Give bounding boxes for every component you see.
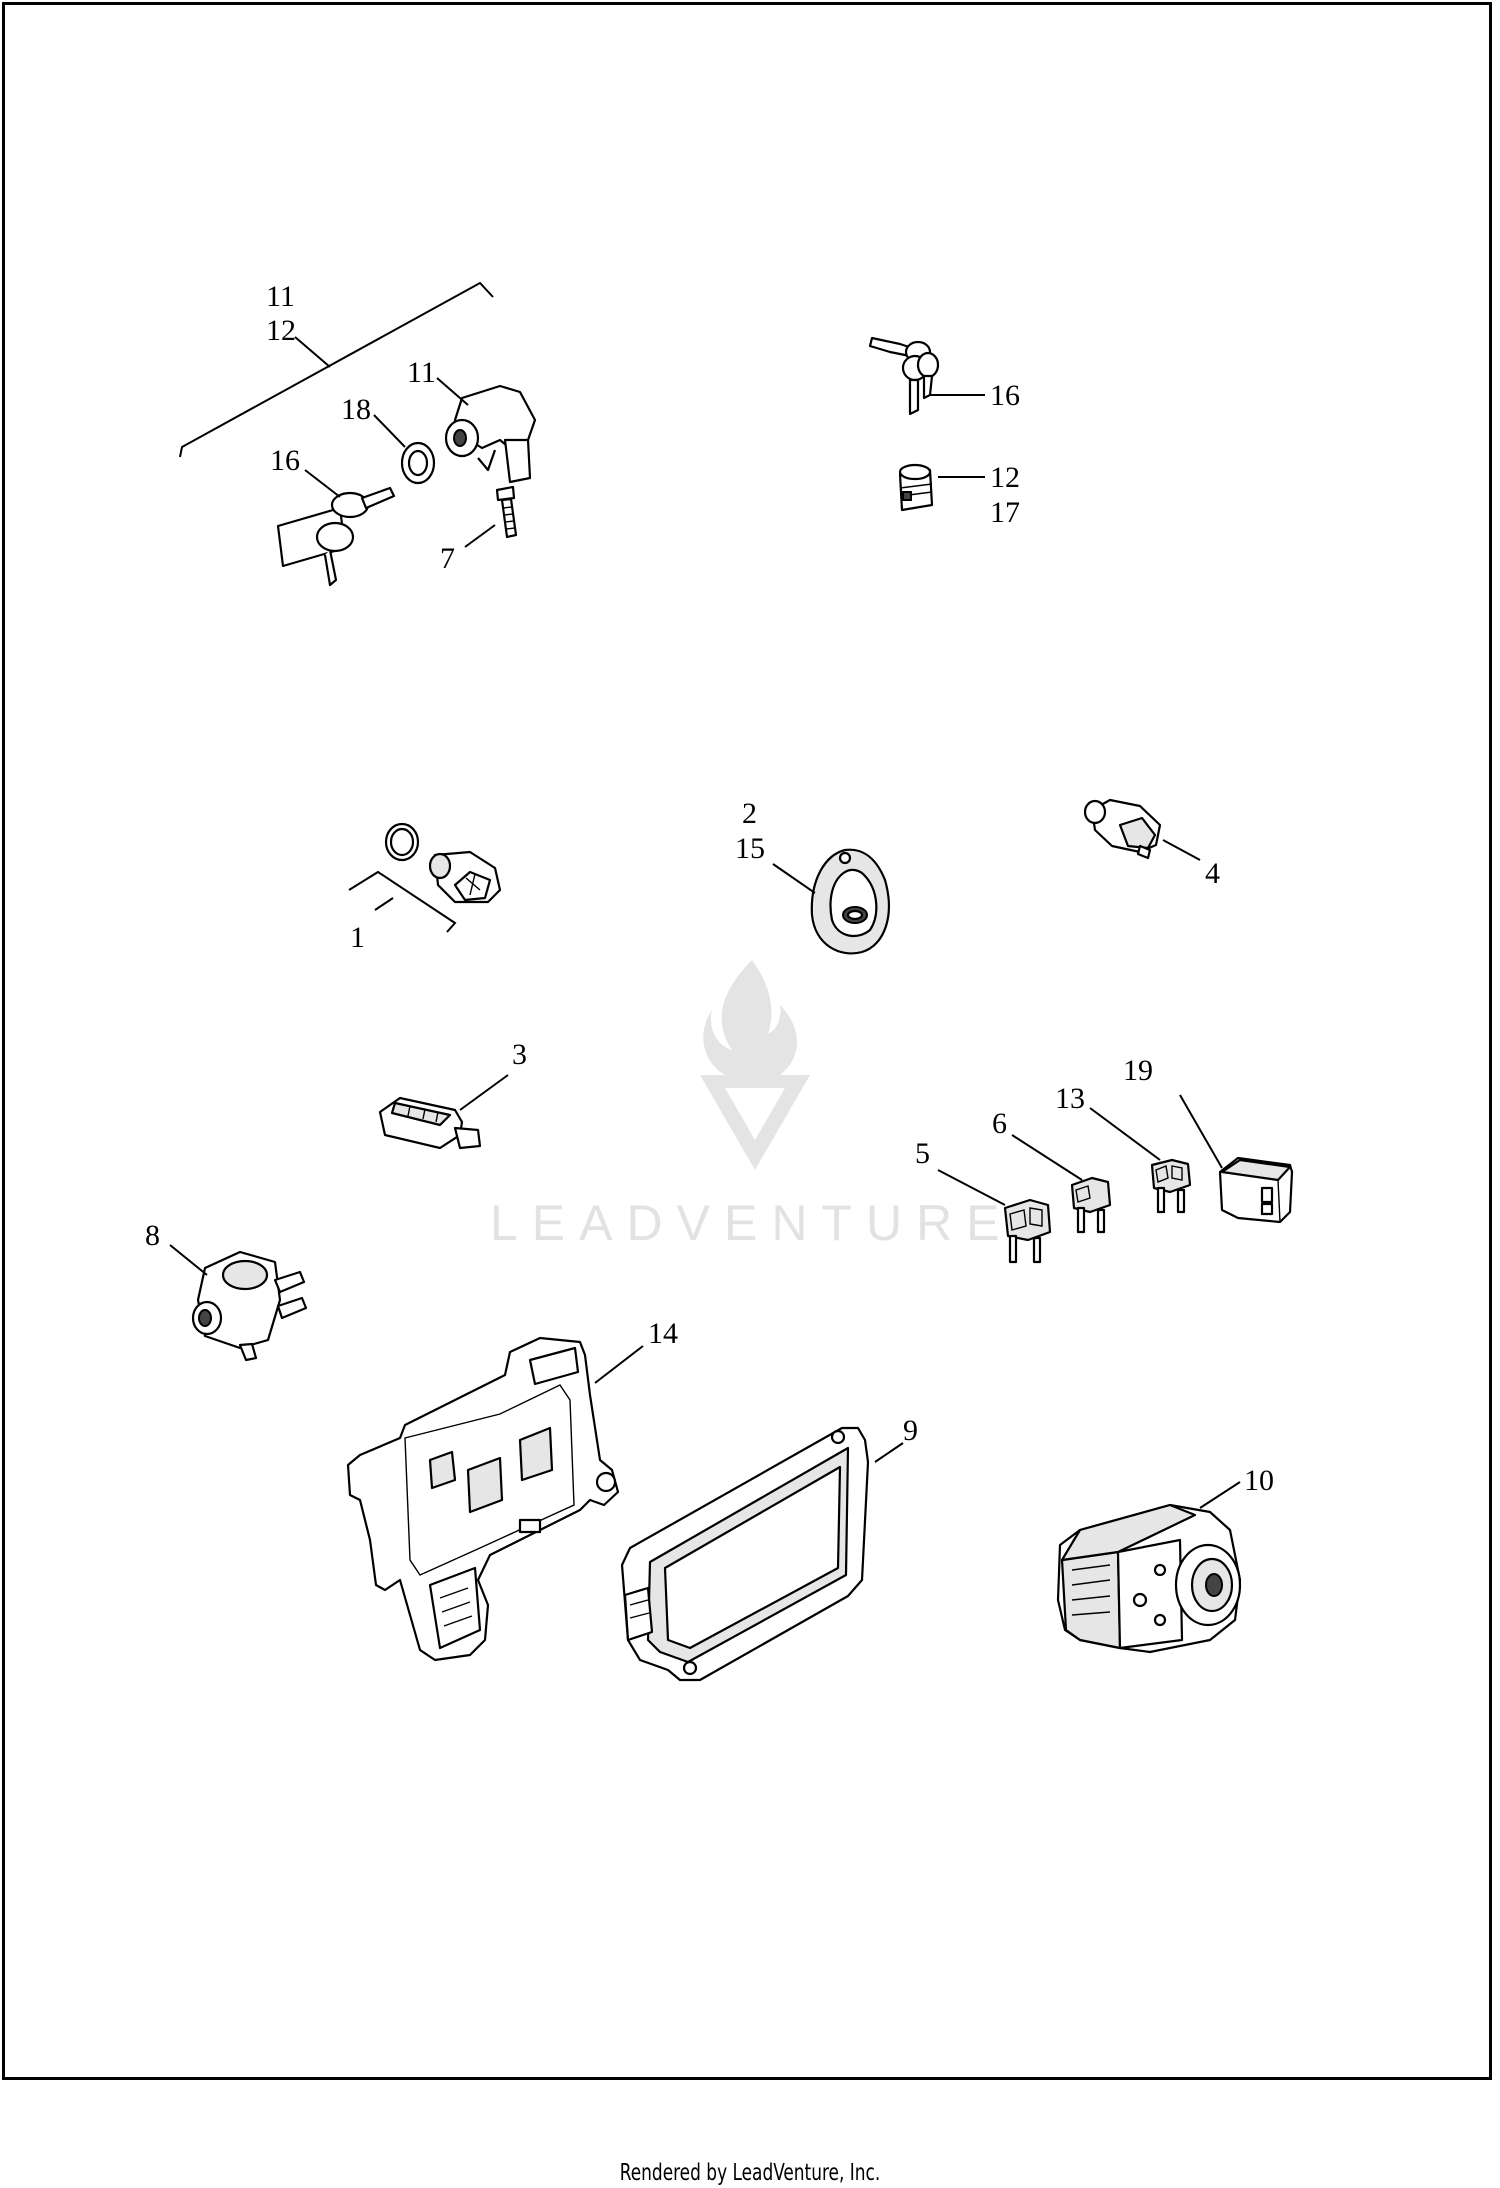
callout-15: 15: [735, 832, 765, 865]
ignition-lock-part: [444, 384, 537, 484]
callout-10: 10: [1244, 1464, 1274, 1497]
bracket-group: 14: [346, 1317, 678, 1662]
watermark: LEADVENTURE: [490, 960, 1014, 1251]
callout-16-left: 16: [270, 444, 300, 477]
callout-19: 19: [1123, 1054, 1153, 1087]
callout-2: 2: [742, 797, 757, 830]
connector-3-part: [378, 1096, 482, 1150]
valve-8-group: 8: [145, 1219, 308, 1362]
key-fob-group: 2 15: [735, 797, 890, 955]
kit-bracket-line: [179, 281, 494, 458]
watermark-text: LEADVENTURE: [490, 1195, 1014, 1251]
diagram-frame: [2, 2, 1492, 2080]
watermark-flame-logo: [700, 960, 810, 1170]
callout-6: 6: [992, 1107, 1007, 1140]
keys-right-group: 16 12 17: [868, 336, 1020, 529]
callout-11-kit: 11: [266, 280, 295, 313]
callout-17-cylinder: 17: [990, 496, 1020, 529]
pressure-switch-part: [428, 850, 502, 904]
relay-group: 19: [1123, 1054, 1294, 1224]
fuse-13-group: 13: [1055, 1082, 1192, 1214]
module-part: [620, 1426, 870, 1682]
fuse-6-part: [1070, 1176, 1112, 1234]
lock-cylinder-part: [898, 463, 934, 512]
callout-14: 14: [648, 1317, 678, 1350]
key-fob-part: [810, 848, 890, 955]
callout-12-kit: 12: [266, 314, 296, 347]
switch-4-group: 4: [1083, 798, 1220, 890]
relay-part: [1218, 1156, 1294, 1224]
screw-part: [495, 485, 518, 539]
keys-left-part: [276, 486, 396, 587]
fuse-6-group: 6: [992, 1107, 1112, 1234]
o-ring-part: [384, 822, 420, 862]
fuse-5-part: [1003, 1198, 1052, 1264]
footer-credit: Rendered by LeadVenture, Inc.: [619, 2160, 881, 2186]
abs-unit-part: [1056, 1503, 1242, 1654]
callout-3: 3: [512, 1038, 527, 1071]
module-group: 9: [620, 1414, 918, 1682]
callout-9: 9: [903, 1414, 918, 1447]
bracket-part: [346, 1336, 620, 1662]
switch-4-part: [1083, 798, 1162, 860]
callout-8: 8: [145, 1219, 160, 1252]
callout-7: 7: [440, 542, 455, 575]
abs-group: 10: [1056, 1464, 1274, 1654]
connector-3-group: 3: [378, 1038, 527, 1150]
fuse-13-part: [1150, 1158, 1192, 1214]
keys-right-part: [868, 336, 940, 416]
fuse-5-group: 5: [915, 1137, 1052, 1264]
callout-4: 4: [1205, 857, 1220, 890]
callout-18: 18: [341, 393, 371, 426]
callout-13: 13: [1055, 1082, 1085, 1115]
ring-part: [400, 441, 436, 485]
callout-1: 1: [350, 921, 365, 954]
valve-8-part: [191, 1250, 308, 1362]
callout-16-right: 16: [990, 379, 1020, 412]
callout-5: 5: [915, 1137, 930, 1170]
switch-kit-group: 1: [348, 822, 502, 954]
callout-11-lock: 11: [407, 356, 436, 389]
callout-12-cylinder: 12: [990, 461, 1020, 494]
ignition-kit-group: 11 12 11 18 7: [179, 280, 537, 587]
